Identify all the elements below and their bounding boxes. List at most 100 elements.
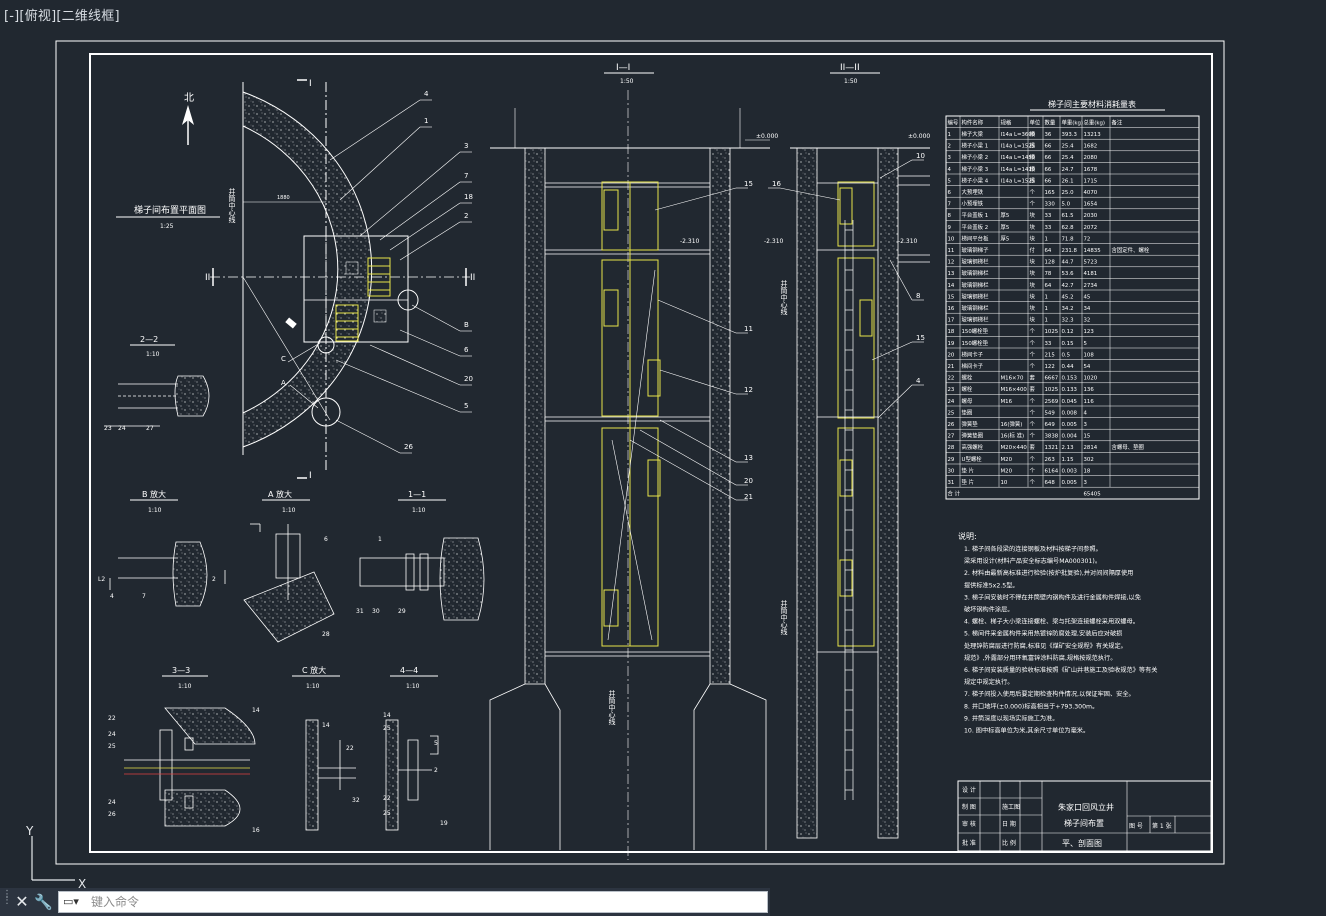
svg-text:设 计: 设 计 xyxy=(962,786,976,794)
note-line: 规定中规定执行。 xyxy=(964,678,1014,686)
table-cell: 玻璃钢梯栏 xyxy=(962,304,990,312)
table-cell: 13 xyxy=(948,271,955,277)
table-cell: 66 xyxy=(1045,167,1052,173)
table-cell: 36 xyxy=(1045,132,1052,138)
table-cell: 块 xyxy=(1030,292,1036,300)
table-cell: M20×440 xyxy=(1001,445,1028,451)
svg-text:6: 6 xyxy=(324,536,328,543)
table-cell: 18 xyxy=(948,329,955,335)
table-cell: 个 xyxy=(1030,201,1036,208)
detail-b-enlarged xyxy=(109,541,226,607)
command-prompt-icon[interactable]: ▭▾ xyxy=(63,895,79,908)
table-cell: 78 xyxy=(1045,271,1052,277)
notes: 说明: 1. 梯子间各段梁的连接钢板及材料按梯子间参照。 梁采用设计(材料产品安… xyxy=(958,531,1158,735)
table-cell: 1 xyxy=(1045,294,1048,300)
table-cell: I14a L=1410 xyxy=(1001,167,1036,173)
table-cell: 649 xyxy=(1045,422,1056,428)
wrench-icon[interactable]: 🔧 xyxy=(34,893,53,911)
detail-c-enlarged xyxy=(305,719,356,831)
table-cell: 1.15 xyxy=(1062,457,1074,463)
svg-text:2: 2 xyxy=(434,767,438,774)
svg-text:3: 3 xyxy=(464,142,468,150)
command-line-bar: ⋮⋮ ✕ 🔧 ▭▾ xyxy=(0,888,770,916)
table-header-cell: 单重(kg) xyxy=(1062,118,1084,126)
note-line: 8. 井口地坪(±0.000)标高相当于+793.300m。 xyxy=(964,702,1098,710)
drawing-canvas[interactable]: 北 II II I I 1880 井筒中心线 xyxy=(0,0,1326,888)
table-cell: 1 xyxy=(1045,306,1048,312)
table-cell: 20 xyxy=(948,352,955,358)
svg-text:井筒中心线: 井筒中心线 xyxy=(780,599,788,635)
svg-text:1: 1 xyxy=(378,536,382,543)
svg-text:2: 2 xyxy=(464,212,468,220)
table-cell: 31 xyxy=(948,480,955,486)
table-cell: I14a L=1525 xyxy=(1001,144,1036,150)
section2-title: II—II xyxy=(840,63,860,73)
svg-text:25: 25 xyxy=(108,743,116,750)
table-cell: 3 xyxy=(1084,480,1087,486)
table-cell: 45 xyxy=(1084,294,1091,300)
svg-text:10: 10 xyxy=(916,152,925,160)
table-cell: 个 xyxy=(1030,351,1036,358)
table-cell: 1321 xyxy=(1045,445,1059,451)
svg-text:A: A xyxy=(281,379,286,387)
table-cell: 个 xyxy=(1030,328,1036,335)
detail-2-2 xyxy=(104,375,210,427)
table-cell: 150螺栓垫 xyxy=(962,327,989,335)
table-cell: 螺栓 xyxy=(962,374,973,382)
table-cell: 32 xyxy=(1084,318,1091,324)
note-line: 提供标准5x2.5型。 xyxy=(964,581,1019,589)
table-cell: 30 xyxy=(948,468,955,474)
table-cell: 64 xyxy=(1045,248,1052,254)
svg-text:29: 29 xyxy=(398,608,406,615)
svg-text:25: 25 xyxy=(383,810,391,817)
table-cell: 1020 xyxy=(1084,376,1098,382)
detail-scale-a: 1:10 xyxy=(282,507,296,514)
table-cell: 0.133 xyxy=(1062,387,1077,393)
svg-text:19: 19 xyxy=(440,820,448,827)
table-cell: 块 xyxy=(1030,234,1036,242)
table-cell: 24 xyxy=(948,399,955,405)
svg-text:15: 15 xyxy=(916,334,925,342)
svg-text:I: I xyxy=(309,471,312,481)
table-cell: 26 xyxy=(948,422,955,428)
table-cell: 4181 xyxy=(1084,271,1098,277)
table-cell: 128 xyxy=(1045,260,1056,266)
command-input-box[interactable]: ▭▾ xyxy=(58,891,768,913)
grip-handle-icon[interactable]: ⋮⋮ xyxy=(2,889,12,906)
section-i-i: I—I 1:50 ±0.000 xyxy=(489,63,778,860)
svg-text:井筒中心线: 井筒中心线 xyxy=(780,279,788,315)
table-cell: 根 xyxy=(1030,142,1036,150)
table-cell: 25 xyxy=(948,410,955,416)
table-cell: 4 xyxy=(948,167,952,173)
svg-text:13: 13 xyxy=(744,454,753,462)
table-cell: 27 xyxy=(948,434,955,440)
table-cell: 3 xyxy=(1084,422,1087,428)
detail-scale-c: 1:10 xyxy=(306,683,320,690)
table-cell: 10 xyxy=(948,236,955,242)
detail-scale-3-3: 1:10 xyxy=(178,683,192,690)
note-line: 规范》,外露部分用环氧富锌涂料防腐,规格按规范执行。 xyxy=(964,654,1116,662)
close-icon[interactable]: ✕ xyxy=(15,892,29,911)
table-cell: 150螺栓垫 xyxy=(962,339,989,347)
table-cell: 玻璃钢梯栏 xyxy=(962,281,990,289)
viewport-label[interactable]: [-][俯视][二维线框] xyxy=(4,9,120,24)
table-cell: 5723 xyxy=(1084,260,1098,266)
paper-border xyxy=(55,40,1225,865)
svg-text:井筒中心线: 井筒中心线 xyxy=(608,689,616,725)
table-cell: 10 xyxy=(1001,480,1008,486)
svg-text:25: 25 xyxy=(383,725,391,732)
table-cell: 梯间卡子 xyxy=(962,350,984,358)
table-cell: 根 xyxy=(1030,165,1036,173)
svg-text:24: 24 xyxy=(108,799,116,806)
svg-text:6: 6 xyxy=(464,346,469,354)
table-cell: 61.5 xyxy=(1062,213,1074,219)
table-header-cell: 单位 xyxy=(1030,118,1041,126)
svg-text:7: 7 xyxy=(464,172,468,180)
svg-text:16: 16 xyxy=(252,827,260,834)
table-cell: 套 xyxy=(1030,443,1036,451)
command-input[interactable] xyxy=(91,893,761,911)
detail-1-1 xyxy=(359,537,485,621)
table-cell: 231.8 xyxy=(1062,248,1078,254)
table-cell: M20 xyxy=(1001,457,1013,463)
table-cell: 3838 xyxy=(1045,434,1059,440)
